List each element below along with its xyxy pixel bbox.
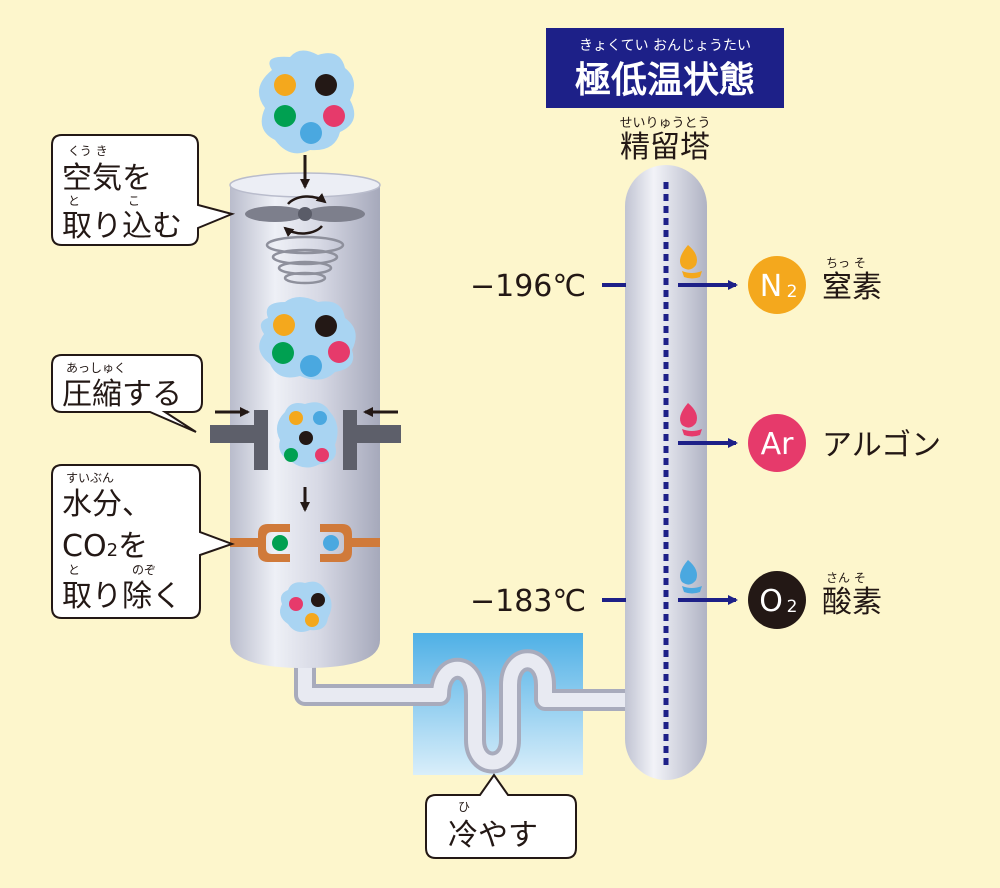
black-molecule: [315, 74, 337, 96]
green-molecule: [274, 105, 296, 127]
intake-ruby-1: くう き: [68, 144, 108, 158]
yellow-molecule: [289, 411, 303, 425]
product-name: 窒素: [822, 270, 882, 305]
column-ruby: せいりゅうとう: [619, 116, 710, 131]
element-badge: Ar: [748, 414, 806, 472]
clean-air-cloud: [280, 581, 332, 632]
droplet-icon: [680, 403, 702, 437]
remove-ruby-1: すいぶん: [66, 471, 114, 485]
callout-remove: すいぶん 水分、 CO2を と のぞ 取り除く: [51, 464, 235, 619]
temperature-upper-label: −196℃: [470, 269, 586, 304]
cool-line-1: 冷やす: [448, 818, 538, 853]
yellow-molecule: [274, 74, 296, 96]
product-name: アルゴン: [822, 428, 941, 463]
black-molecule: [299, 431, 313, 445]
product-ruby: さん そ: [826, 571, 866, 585]
fan-icon: [245, 193, 365, 237]
pink-molecule: [328, 341, 350, 363]
black-molecule: [311, 593, 325, 607]
pink-molecule: [289, 597, 303, 611]
remove-line-2: CO2を: [62, 529, 148, 564]
element-symbol: O: [759, 584, 783, 619]
condition-header: きょくてい おんじょうたい 極低温状態: [546, 28, 784, 108]
intake-ruby-2a: と: [68, 194, 80, 208]
element-symbol: Ar: [761, 427, 795, 462]
yellow-molecule: [273, 314, 295, 336]
product-row: Ar アルゴン: [678, 403, 941, 472]
remove-ruby-3b: のぞ: [132, 563, 156, 577]
air-cloud-middle: [259, 297, 356, 380]
condition-ruby: きょくてい おんじょうたい: [579, 38, 751, 54]
temperature-upper: −196℃: [470, 269, 626, 304]
coil-icon: [265, 235, 345, 285]
column-label: 精留塔: [620, 130, 710, 165]
element-symbol: N: [760, 269, 782, 304]
green-molecule: [272, 342, 294, 364]
temperature-lower: −183℃: [470, 584, 626, 619]
compressed-air-cloud: [276, 402, 338, 468]
droplet-icon: [680, 245, 702, 279]
compress-ruby: あっしゅく: [66, 361, 126, 375]
remove-line-1: 水分、: [62, 487, 152, 522]
distillation-column: [625, 165, 707, 780]
connecting-pipe: [294, 637, 641, 774]
compression-plates: [210, 407, 401, 470]
yellow-molecule: [305, 613, 319, 627]
callout-compress: あっしゅく 圧縮する: [51, 354, 203, 433]
element-subscript: 2: [787, 282, 798, 302]
product-name: 酸素: [822, 585, 882, 620]
compress-line-1: 圧縮する: [62, 377, 182, 412]
droplet-icon: [680, 560, 702, 594]
blue-molecule: [300, 355, 322, 377]
element-subscript: 2: [787, 597, 798, 617]
remove-line-3: 取り除く: [62, 579, 182, 614]
intake-line-1: 空気を: [62, 161, 152, 196]
blue-molecule: [313, 411, 327, 425]
pink-molecule: [315, 448, 329, 462]
blue-molecule: [300, 122, 322, 144]
black-molecule: [315, 315, 337, 337]
filter-icon: [230, 524, 380, 562]
pink-molecule: [323, 105, 345, 127]
air-cloud-top: [258, 50, 355, 154]
intake-ruby-2b: こ: [128, 194, 140, 208]
temperature-lower-label: −183℃: [470, 584, 586, 619]
green-molecule: [284, 448, 298, 462]
callout-intake: くう き 空気を と こ 取り込む: [51, 134, 236, 246]
blue-molecule: [323, 535, 339, 551]
condition-title: 極低温状態: [575, 60, 755, 101]
cool-ruby: ひ: [458, 800, 470, 814]
product-ruby: ちっ そ: [826, 256, 866, 270]
callout-cool: ひ 冷やす: [425, 773, 577, 859]
green-molecule: [272, 535, 288, 551]
remove-ruby-3a: と: [68, 563, 80, 577]
intake-line-2: 取り込む: [62, 209, 182, 244]
